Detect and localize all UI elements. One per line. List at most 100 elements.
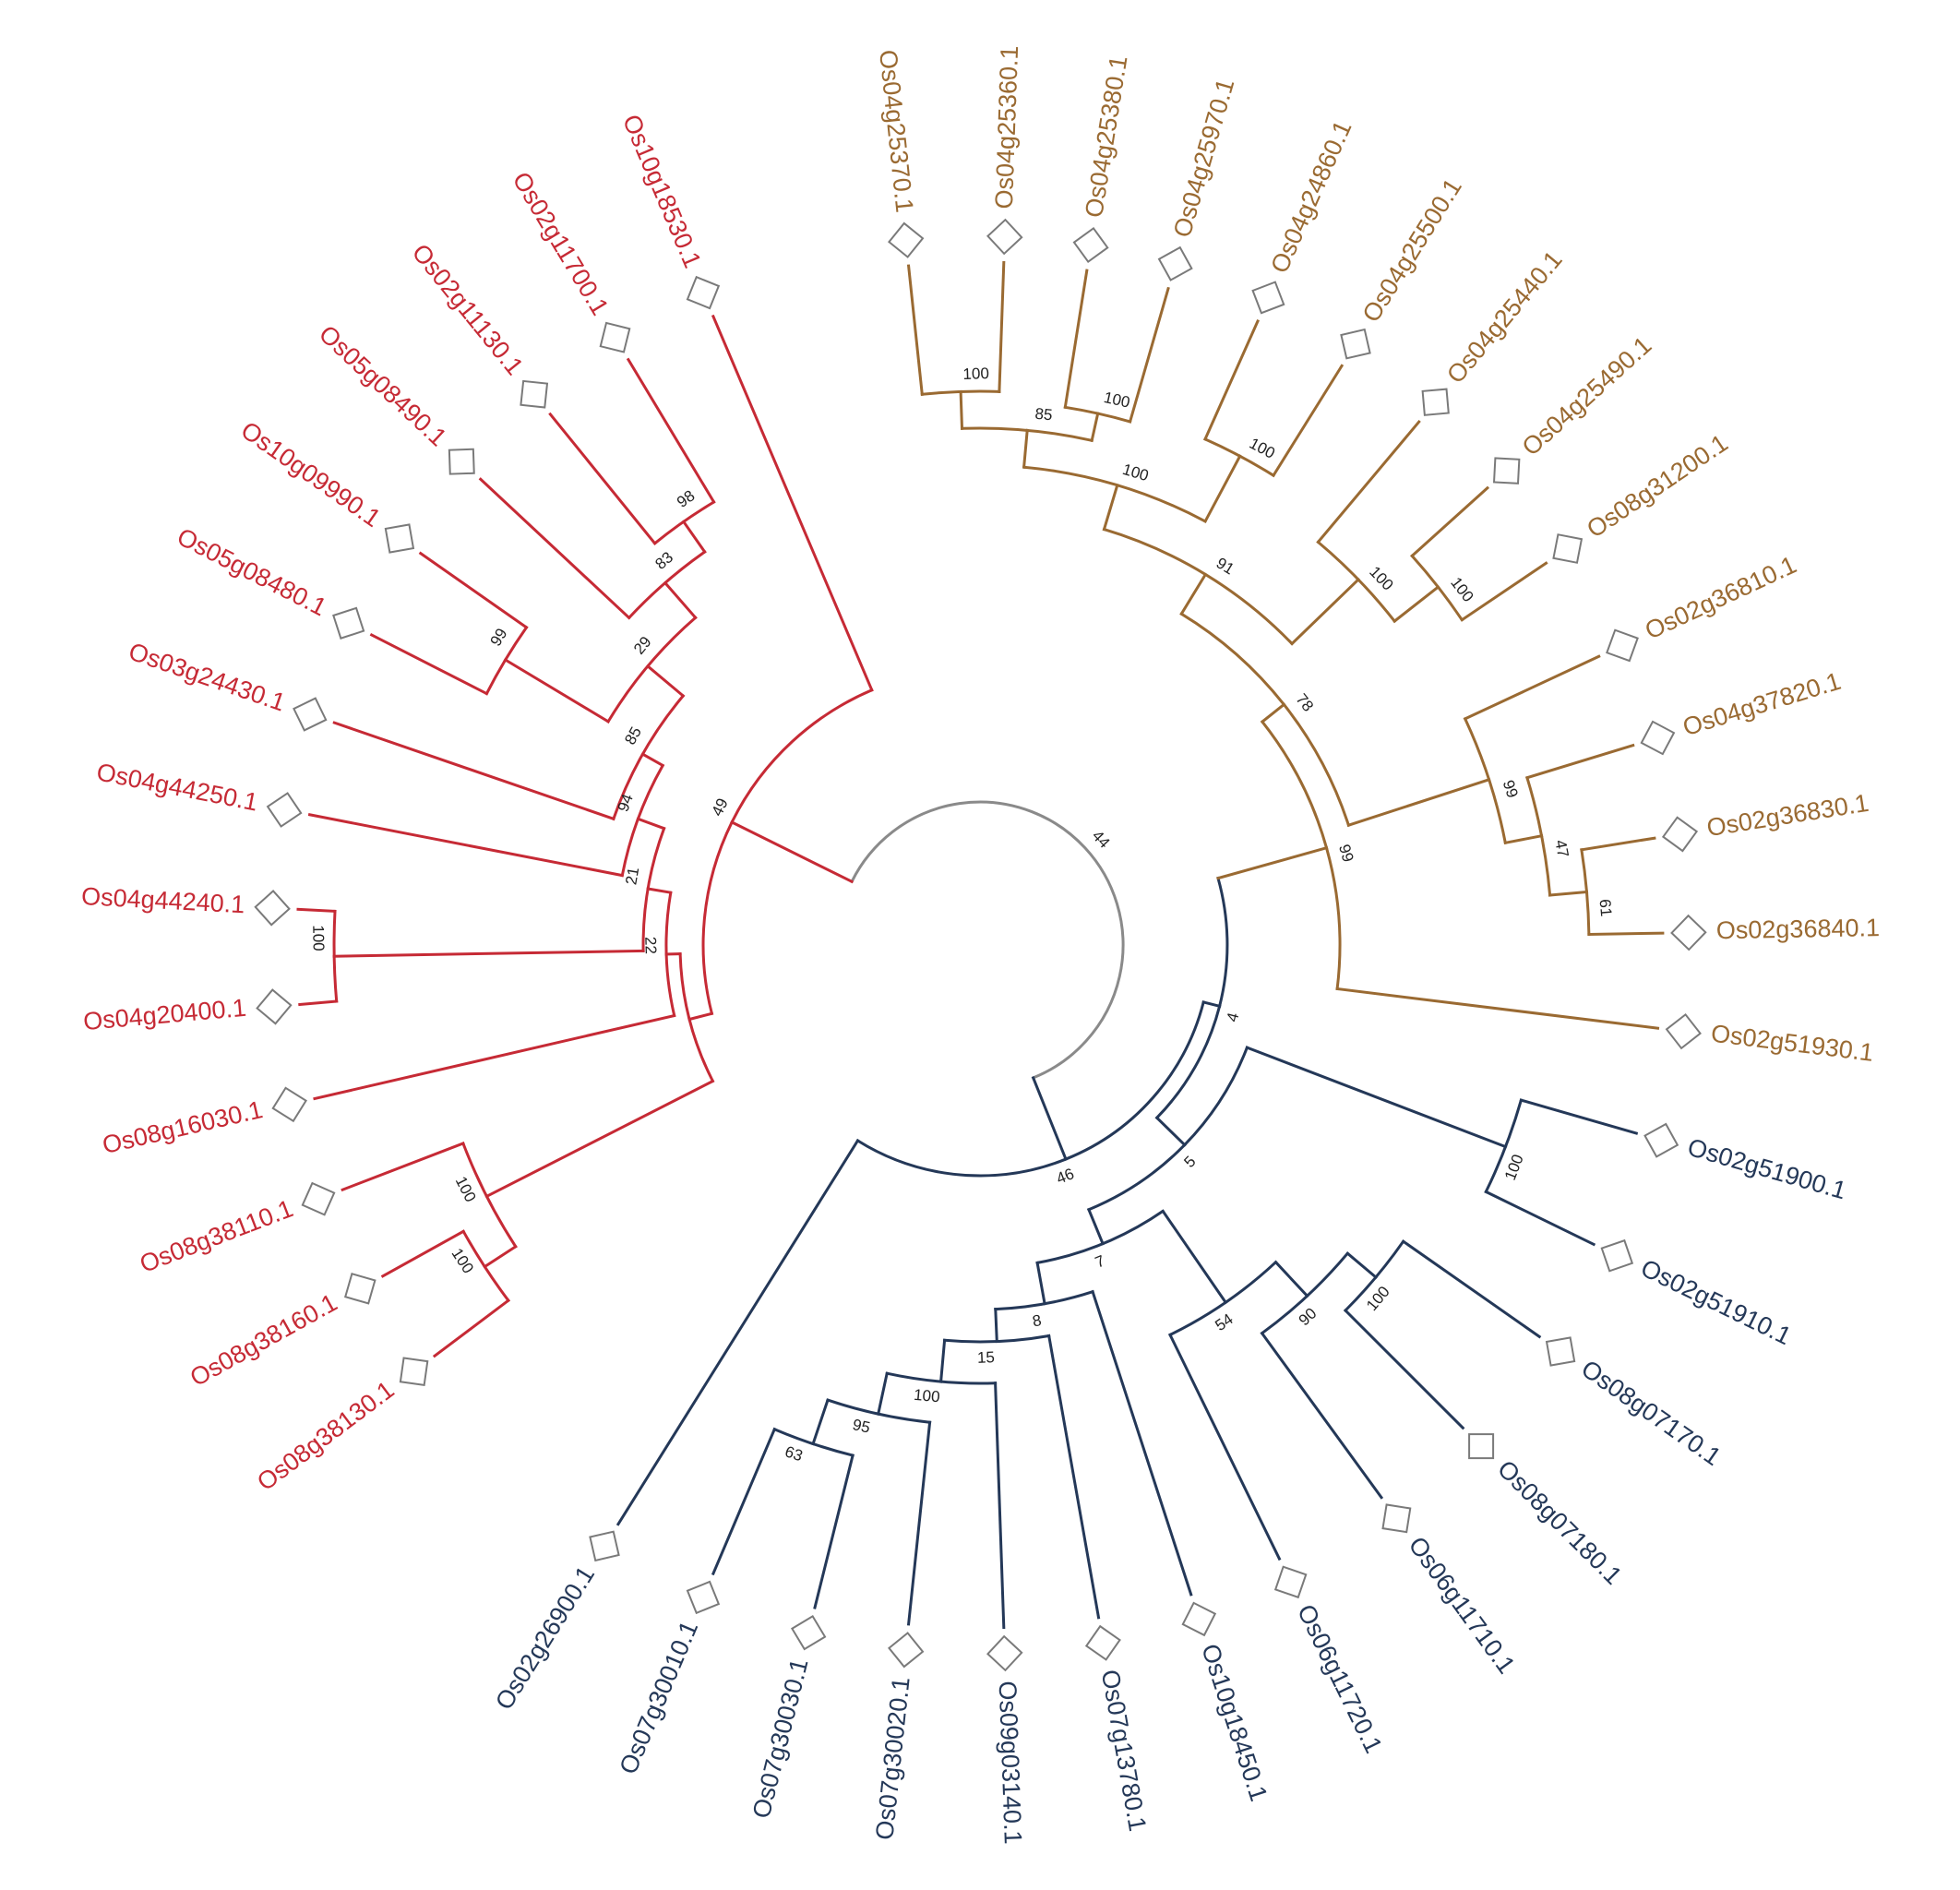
leaf-label: Os07g30020.1 (870, 1676, 914, 1841)
internal-branch (663, 580, 698, 620)
leaf-branch (307, 813, 625, 878)
leaf-marker-diamond-icon (1421, 388, 1450, 416)
leaf-branch (1063, 269, 1089, 410)
bootstrap-value: 100 (1247, 435, 1278, 462)
leaf-branch (548, 412, 657, 545)
bootstrap-value: 90 (1296, 1304, 1321, 1329)
leaf-label: Os05g08490.1 (314, 320, 452, 452)
leaf-branch (615, 1138, 860, 1526)
bootstrap-value: 63 (783, 1442, 805, 1465)
leaf-marker-diamond-icon (520, 379, 549, 409)
internal-branch (332, 949, 645, 958)
leaf-marker-diamond-icon (1492, 457, 1521, 484)
internal-branch (640, 752, 665, 768)
leaf-marker-diamond-icon (332, 606, 365, 640)
clade-arc (1260, 1251, 1350, 1335)
leaf-label: Os04g20400.1 (82, 994, 247, 1035)
leaf-label: Os06g11710.1 (1403, 1532, 1520, 1679)
bootstrap-value: 95 (851, 1416, 872, 1437)
leaf-marker-diamond-icon (1640, 720, 1676, 756)
leaf-branch (1271, 364, 1345, 478)
leaf-label: Os03g24430.1 (125, 638, 289, 717)
leaf-marker-diamond-icon (448, 448, 475, 475)
leaf-label: Os08g07170.1 (1576, 1355, 1726, 1471)
internal-branch (811, 1398, 830, 1446)
leaf-branch (1343, 1308, 1465, 1430)
leaf-marker-diamond-icon (1643, 1122, 1679, 1158)
clade-arc (855, 1000, 1206, 1178)
leaf-marker-diamond-icon (1545, 1336, 1576, 1367)
leaf-marker-diamond-icon (1340, 328, 1371, 360)
leaf-label: Os10g09990.1 (236, 416, 386, 532)
internal-branch (959, 389, 964, 430)
leaf-label: Os02g26900.1 (490, 1561, 600, 1715)
clade-arc (664, 891, 676, 1018)
bootstrap-value: 99 (1500, 778, 1522, 800)
leaf-marker-diamond-icon (254, 890, 291, 927)
bootstrap-value: 85 (621, 724, 645, 748)
clade-arc (1410, 554, 1464, 622)
leaf-marker-diamond-icon (271, 1086, 307, 1123)
bootstrap-value: 46 (1054, 1165, 1077, 1188)
leaf-marker-diamond-icon (888, 221, 925, 258)
leaf-label: Os02g51900.1 (1684, 1133, 1849, 1205)
leaf-branch (906, 264, 924, 396)
leaf-branch (1260, 1331, 1384, 1500)
leaf-branch (1091, 1289, 1193, 1597)
leaf-branch (1580, 836, 1656, 852)
leaf-branch (906, 1420, 932, 1626)
leaf-branch (994, 1382, 1006, 1630)
leaf-labels: Os10g18530.1Os02g11700.1Os02g11130.1Os05… (80, 45, 1880, 1845)
leaf-label: Os02g51930.1 (1710, 1020, 1875, 1067)
internal-branch (646, 887, 673, 894)
leaf-label: Os04g25360.1 (990, 45, 1023, 209)
leaf-marker-diamond-icon (1273, 1565, 1308, 1599)
leaf-label: Os02g11130.1 (407, 239, 529, 380)
clade-arc (960, 426, 1094, 443)
leaf-label: Os02g36830.1 (1705, 789, 1871, 842)
leaf-branch (432, 1298, 511, 1358)
internal-branch (1260, 702, 1286, 724)
bootstrap-value: 100 (962, 365, 989, 383)
leaf-marker-diamond-icon (599, 321, 631, 353)
leaf-marker-diamond-icon (1381, 1503, 1412, 1534)
clade-arc (332, 909, 339, 1003)
leaf-branch (1128, 286, 1170, 424)
internal-branch (1090, 412, 1100, 443)
leaf-label: Os10g18450.1 (1196, 1641, 1273, 1805)
leaf-label: Os04g25500.1 (1357, 173, 1467, 327)
leaf-label: Os08g16030.1 (100, 1095, 265, 1159)
leaf-label: Os02g11700.1 (508, 167, 615, 320)
clade-arc (1154, 876, 1229, 1120)
internal-branch (645, 664, 686, 699)
bootstrap-value: 4 (1224, 1011, 1243, 1023)
leaf-label: Os07g30010.1 (614, 1617, 703, 1778)
leaf-marker-diamond-icon (1670, 914, 1707, 951)
leaf-marker-diamond-icon (1251, 281, 1285, 315)
leaf-marker-diamond-icon (888, 1632, 925, 1669)
leaf-marker-diamond-icon (266, 792, 303, 828)
internal-branch (876, 1371, 889, 1416)
leaf-label: Os04g25490.1 (1517, 331, 1657, 461)
leaf-branch (1519, 1098, 1639, 1135)
clade-arc (994, 1289, 1094, 1311)
internal-branch (1503, 833, 1544, 845)
bootstrap-value: 85 (1034, 405, 1054, 425)
leaf-branch (1316, 419, 1421, 544)
leaf-marker-diamond-icon (1157, 245, 1193, 281)
leaf-branch (369, 632, 489, 696)
internal-branch (484, 1079, 715, 1199)
leaf-branch (1460, 561, 1548, 622)
leaf-branch (1401, 1239, 1542, 1339)
leaf-marker-diamond-icon (589, 1530, 620, 1562)
internal-branch (1245, 1046, 1508, 1149)
bootstrap-value: 100 (1501, 1152, 1527, 1182)
leaf-marker-diamond-icon (384, 523, 415, 554)
internal-branch (1346, 777, 1491, 828)
leaf-label: Os06g11720.1 (1292, 1600, 1388, 1758)
leaf-branch (478, 477, 631, 620)
leaf-branch (1335, 987, 1660, 1030)
clade-arc (1086, 1046, 1249, 1212)
clade-arc (1463, 716, 1508, 845)
clade-arc (461, 1229, 511, 1303)
